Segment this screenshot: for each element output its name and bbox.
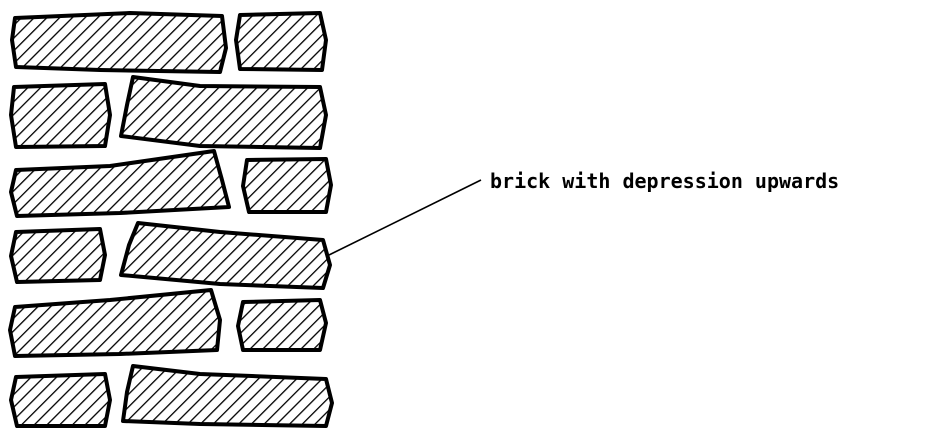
brick-course6-long (121, 364, 334, 428)
annotation-label: brick with depression upwards (490, 169, 839, 193)
leader-line (328, 179, 482, 256)
brick-course3-short (241, 157, 333, 214)
brick-course1-long (10, 11, 228, 74)
brick-with-depression-upwards (119, 221, 332, 290)
brick-course4-short (9, 227, 107, 284)
brick-course3-long (9, 149, 231, 218)
brick-wall (8, 11, 334, 428)
brick-course5-short (236, 298, 328, 352)
brick-course2-short (9, 82, 112, 149)
brick-course5-long (8, 288, 222, 358)
brick-course2-long (119, 75, 328, 150)
brick-course1-short (234, 11, 328, 72)
brick-course6-short (9, 372, 112, 428)
